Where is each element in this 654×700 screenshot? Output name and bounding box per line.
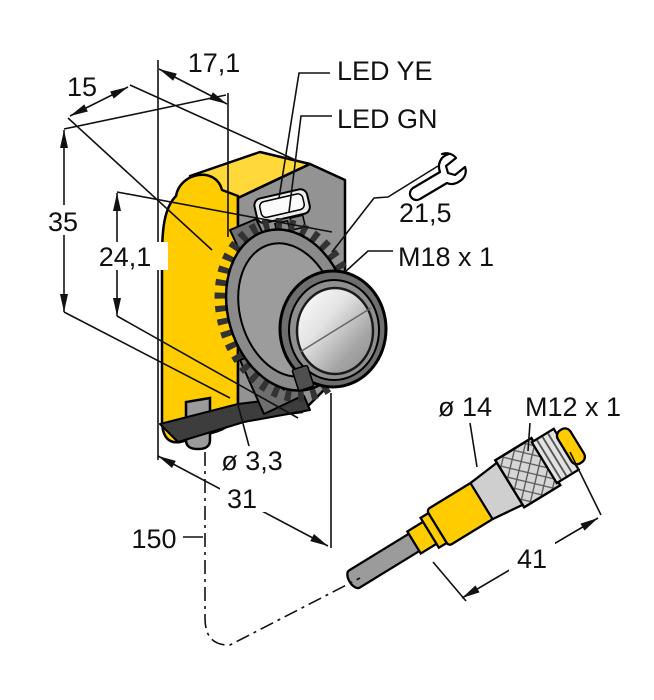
cable-centerline: [204, 452, 361, 646]
dim-label-17-1: 17,1: [188, 48, 241, 78]
dim-label-21-5: 21,5: [399, 198, 452, 228]
dim-line-171: [158, 68, 228, 105]
ext-line-24-bottom: [116, 315, 299, 419]
leader-lines: [183, 72, 531, 538]
label-led-ye: LED YE: [337, 56, 433, 86]
sensor-body: [159, 150, 388, 451]
connector-tip: [555, 427, 587, 466]
label-backgrounds: [42, 205, 555, 573]
leader-led-gn: [288, 115, 332, 213]
dimension-labels: 15 17,1 35 24,1 LED YE LED GN 21,5 M18 x…: [48, 48, 621, 574]
lens-barrel: [278, 269, 388, 392]
lens-reflection-line: [299, 307, 372, 353]
leader-m12: [527, 422, 531, 452]
label-m18: M18 x 1: [398, 242, 494, 272]
dim-line-15: [69, 86, 129, 117]
dim-label-24-1: 24,1: [99, 242, 152, 272]
dim-label-14: ø 14: [438, 392, 492, 422]
dim-label-15: 15: [67, 72, 97, 102]
leader-14: [469, 422, 478, 468]
wrench-icon: [408, 152, 467, 202]
leader-21-5: [331, 165, 439, 253]
ext-line-41-right: [569, 451, 602, 516]
dim-label-41: 41: [517, 544, 547, 574]
label-m12: M12 x 1: [525, 392, 621, 422]
label-led-gn: LED GN: [337, 104, 438, 134]
dim-label-31: 31: [227, 484, 257, 514]
thread-ribs: [536, 432, 573, 480]
dim-label-35: 35: [48, 207, 78, 237]
ext-line-41-left: [432, 561, 467, 602]
leader-led-ye: [278, 72, 330, 199]
dim-label-150: 150: [131, 524, 176, 554]
leader-m18: [344, 250, 393, 273]
ext-line-24-top: [116, 191, 333, 233]
connector-cable: [346, 529, 426, 590]
barrel-latch: [291, 364, 315, 392]
dim-label-3-3: ø 3,3: [221, 446, 283, 476]
m12-connector: [346, 427, 587, 590]
ext-line-15-left: [67, 117, 213, 251]
ext-line-35-bottom: [63, 311, 231, 399]
leader-3-3: [237, 404, 250, 447]
